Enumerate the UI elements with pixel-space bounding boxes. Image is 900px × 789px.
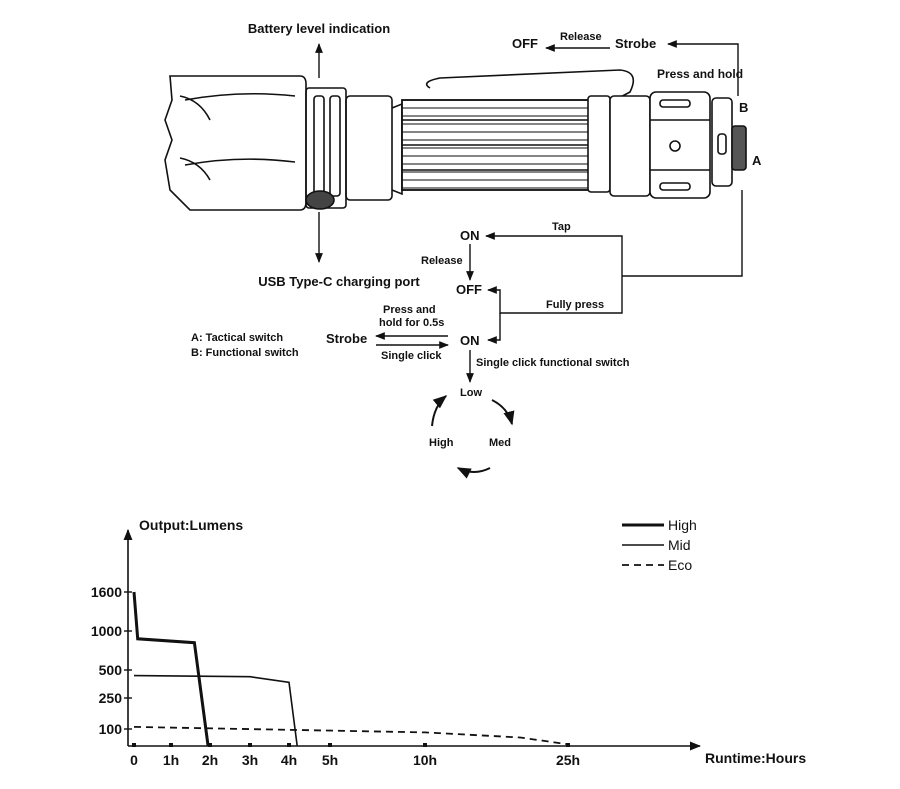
fully-press-arrow-on: [487, 313, 501, 344]
top-release-label: Release: [560, 31, 602, 43]
tap-label: Tap: [552, 221, 571, 233]
usb-port-label: USB Type-C charging port: [258, 274, 420, 289]
y-tick-label: 100: [99, 721, 123, 737]
note-tactical-switch: A: Tactical switch: [191, 332, 283, 344]
top-flow-lines: [545, 40, 739, 96]
mid-flow-lines: [375, 190, 743, 383]
head-flute-curves: [179, 95, 211, 181]
series-line-mid: [133, 674, 298, 747]
x-tick-mark: [287, 743, 291, 747]
usb-port-cover: [305, 190, 335, 210]
y-tick-label: 500: [99, 662, 123, 678]
x-tick-mark: [248, 743, 252, 747]
functional-switch-b: [711, 97, 733, 187]
x-tick-label: 3h: [242, 752, 258, 768]
fully-press-arrow-off: [487, 286, 550, 314]
x-tick-mark: [132, 743, 136, 747]
high-to-low-arrow: [431, 395, 448, 427]
tail-lines: [650, 119, 710, 171]
top-strobe-label: Strobe: [615, 36, 656, 51]
cycle-med: Med: [489, 437, 511, 449]
tail-slot-bottom: [659, 182, 691, 191]
y-tick-label: 1600: [91, 584, 122, 600]
battery-indicator-label: Battery level indication: [248, 21, 390, 36]
strobe-state: Strobe: [326, 331, 367, 346]
x-tick-mark: [423, 743, 427, 747]
x-tick-label: 0: [130, 752, 138, 768]
head-flutes: [184, 92, 296, 166]
med-to-high-arrow: [456, 467, 491, 479]
x-tick-label: 1h: [163, 752, 179, 768]
tail-slot-top: [659, 99, 691, 108]
indicator-window-2: [329, 95, 341, 197]
indicator-window-1: [313, 95, 325, 197]
on-state-2: ON: [460, 333, 480, 348]
x-tick-mark: [208, 743, 212, 747]
runtime-chart: Output:Lumens Runtime:Hours 100250500100…: [91, 517, 806, 768]
legend-label-eco: Eco: [668, 557, 692, 573]
series-line-eco: [133, 726, 569, 746]
y-tick-label: 250: [99, 690, 123, 706]
fully-press-lead: [550, 276, 623, 314]
x-tick-label: 5h: [322, 752, 338, 768]
x-tick-mark: [328, 743, 332, 747]
top-off-label: OFF: [512, 36, 538, 51]
press-hold-05-line1: Press and: [383, 304, 436, 316]
y-axis-title: Output:Lumens: [139, 517, 243, 533]
on-state-1: ON: [460, 228, 480, 243]
press-hold-05-line2: hold for 0.5s: [379, 317, 444, 329]
note-functional-switch: B: Functional switch: [191, 347, 299, 359]
legend-label-mid: Mid: [668, 537, 691, 553]
pocket-clip: [425, 69, 635, 101]
y-tick-group: 100 250 500 1000 1600: [91, 584, 132, 737]
tap-arrow: [485, 232, 623, 276]
fully-press-label: Fully press: [546, 299, 604, 311]
x-tick-mark: [566, 743, 570, 747]
x-tick-mark: [169, 743, 173, 747]
series-group: [132, 591, 569, 747]
single-click-label: Single click: [381, 350, 442, 362]
clip-base: [587, 95, 611, 193]
switch-a-label: A: [752, 153, 762, 168]
switch-b-label: B: [739, 100, 748, 115]
y-tick-label: 1000: [91, 623, 122, 639]
series-line-high: [132, 591, 210, 747]
x-axis-title: Runtime:Hours: [705, 750, 806, 766]
press-hold-arrow: [667, 40, 739, 96]
x-tick-label: 2h: [202, 752, 218, 768]
x-tick-label: 4h: [281, 752, 297, 768]
tail-ring: [609, 95, 651, 197]
low-to-med-arrow: [491, 399, 515, 426]
cycle-high: High: [429, 437, 454, 449]
single-click-functional-label: Single click functional switch: [476, 357, 630, 369]
flashlight-head: [164, 75, 307, 211]
tactical-switch-a: [731, 125, 747, 171]
legend-label-high: High: [668, 517, 697, 533]
x-tick-label: 10h: [413, 752, 437, 768]
cycle-arrows: [431, 395, 515, 479]
functional-switch-button: [717, 133, 727, 155]
press-hold-label: Press and hold: [657, 67, 743, 81]
cycle-low: Low: [460, 387, 482, 399]
switch-a-lead: [622, 190, 743, 277]
x-tick-label: 25h: [556, 752, 580, 768]
tail-screw: [669, 140, 681, 152]
neck-taper: [391, 102, 403, 196]
release-label: Release: [421, 255, 463, 267]
flashlight-neck: [345, 95, 393, 201]
flashlight-illustration: [164, 69, 747, 211]
x-tick-group: 0 1h 2h 3h 4h 5h 10h 25h: [130, 743, 580, 768]
off-state: OFF: [456, 282, 482, 297]
